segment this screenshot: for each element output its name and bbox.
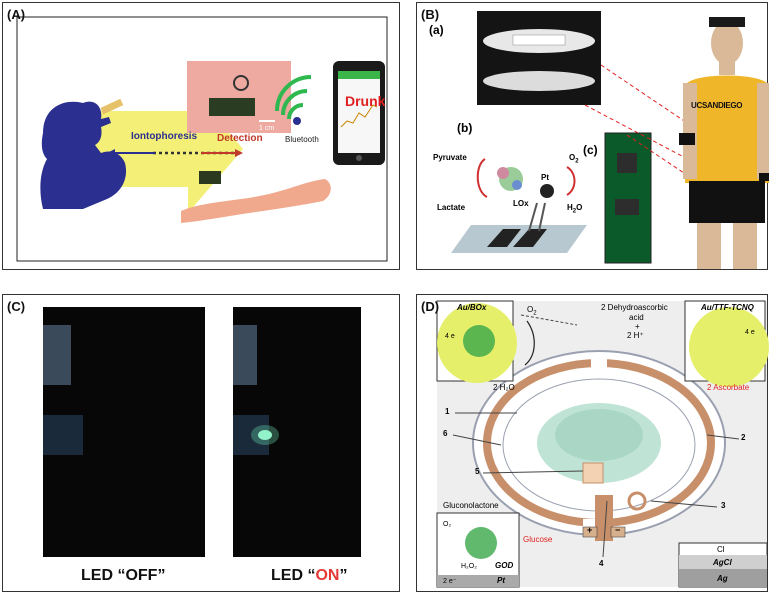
drinking-person-icon	[40, 98, 127, 209]
pt-label-d: Pt	[497, 576, 505, 585]
wearable-patch	[199, 171, 221, 184]
led-glow	[258, 430, 272, 440]
pyruvate-label: Pyruvate	[433, 153, 467, 162]
sub-label-a: (a)	[429, 23, 444, 37]
cl-label: Cl	[717, 545, 725, 554]
o2-label-d: O2	[527, 305, 537, 317]
panel-c: (C) LED “OFF” LED “ON”	[2, 294, 400, 592]
pcb-photo	[604, 132, 652, 264]
wifi-signal-icon	[275, 75, 312, 120]
two-h2o-label: 2 H₂O	[493, 383, 515, 392]
patch-photo	[187, 61, 291, 133]
two-ascorbate-label: 2 Ascorbate	[707, 383, 750, 392]
iontophoresis-label: Iontophoresis	[131, 131, 198, 142]
dehydro-label-1: 2 Dehydroascorbic	[601, 303, 668, 312]
phone-status-text: Drunk	[345, 93, 386, 109]
panel-a-label: (A)	[7, 7, 26, 22]
four-e-right: 4 e	[745, 329, 755, 336]
panel-d-figure	[436, 300, 769, 588]
electrode-strip	[595, 495, 613, 541]
panel-d: (D) Au/BOx Au/TTF-TCNQ O2 2 Dehydroascor…	[416, 294, 769, 592]
h2o2-label: H₂O₂	[461, 563, 477, 570]
shirt-text: UCSANDIEGO	[691, 101, 743, 110]
lox-label: LOx	[513, 199, 529, 208]
panel-c-figure	[43, 307, 361, 557]
sub-label-c: (c)	[583, 143, 598, 157]
detection-label: Detection	[217, 133, 263, 144]
mannequin-figure	[679, 17, 769, 269]
god-label: GOD	[495, 561, 514, 570]
minus-sign: −	[615, 525, 621, 535]
h2o-label: H2O	[567, 203, 583, 215]
o2-small-label: O₂	[443, 521, 452, 528]
plus-sign: +	[587, 525, 593, 535]
led-off-caption: LED “OFF”	[81, 567, 166, 584]
panel-a: (A) Iontophoresis Detection 1 cm Bluetoo…	[2, 2, 400, 270]
pt-label: Pt	[541, 173, 549, 182]
panel-a-figure	[16, 16, 388, 262]
au-ttf-label: Au/TTF-TCNQ	[701, 303, 754, 312]
panel-b: (B) (a) (b) (c) Pyruvate Lactate LOx Pt …	[416, 2, 769, 270]
two-e-label: 2 e⁻	[443, 578, 457, 585]
num-5: 5	[475, 467, 480, 476]
sensor-schematic	[451, 158, 587, 253]
panel-b-label: (B)	[421, 7, 440, 22]
four-e-left: 4 e	[445, 333, 455, 340]
panel-b-figure	[451, 11, 769, 269]
agcl-label: AgCl	[713, 558, 732, 567]
panel-d-label: (D)	[421, 299, 440, 314]
num-4: 4	[599, 559, 604, 568]
scale-label: 1 cm	[259, 125, 275, 132]
dehydro-plus: +	[635, 322, 640, 331]
dehydro-label-2: acid	[629, 313, 644, 322]
bluetooth-label: Bluetooth	[285, 135, 319, 144]
sub-label-b: (b)	[457, 121, 473, 135]
panel-c-label: (C)	[7, 299, 26, 314]
glucose-label: Glucose	[523, 535, 553, 544]
o2-label: O2	[569, 153, 579, 165]
num-1: 1	[445, 407, 450, 416]
led-on-caption: LED “ON”	[271, 567, 348, 584]
forearm-shape	[181, 171, 331, 223]
gluconolactone-label: Gluconolactone	[443, 501, 499, 510]
ag-label: Ag	[717, 574, 728, 583]
ref-electrode	[627, 491, 647, 511]
num-2: 2	[741, 433, 746, 442]
au-box-label: Au/BOx	[457, 303, 487, 312]
two-h-label: 2 H⁺	[627, 331, 644, 340]
lactate-label: Lactate	[437, 203, 466, 212]
num-3: 3	[721, 501, 726, 510]
num-6: 6	[443, 429, 448, 438]
